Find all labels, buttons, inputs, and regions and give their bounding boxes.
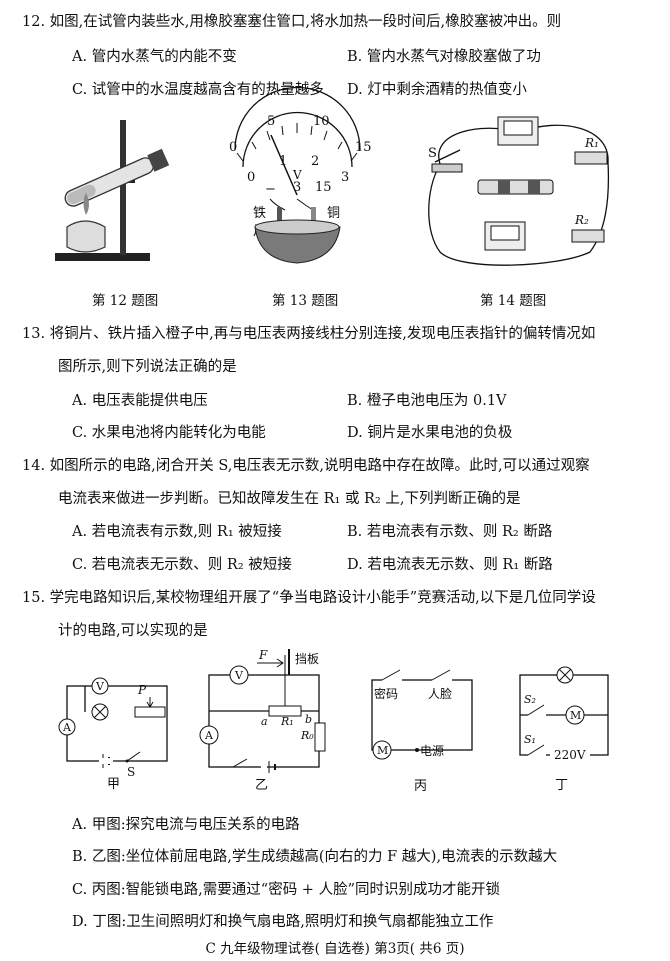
iron-label-1: 铁: [253, 206, 266, 221]
figure-yi-circuit: V A F 挡板 a R₁ b R₀ 乙: [199, 648, 326, 793]
q13-stem-line2: 图所示,则下列说法正确的是: [58, 359, 237, 375]
ding-220v-label: 220V: [554, 748, 586, 762]
terminal-minus: −: [265, 182, 276, 197]
page-footer: C 九年级物理试卷( 自选卷) 第3页( 共6 页): [205, 941, 465, 957]
q12-stem: 12. 如图,在试管内装些水,用橡胶塞塞住管口,将水加热一段时间后,橡胶塞被冲出…: [22, 14, 562, 30]
q12-option-d: D. 灯中剩余酒精的热值变小: [347, 82, 527, 98]
q15-stem-line1: 15. 学完电路知识后,某校物理组开展了“争当电路设计小能手”竞赛活动,以下是几…: [22, 590, 596, 606]
yi-a-label: a: [261, 715, 268, 728]
q14-option-a: A. 若电流表有示数,则 R₁ 被短接: [72, 524, 282, 540]
figure-13-fruit-battery: 0 5 10 15 0 1 2 3 V − 3 15 铁 片 铜 片: [229, 86, 372, 264]
caption-fig-12: 第 12 题图: [92, 293, 159, 309]
yi-voltmeter-label: V: [234, 669, 244, 682]
terminal-3: 3: [293, 180, 301, 195]
q14-option-d: D. 若电流表无示数、则 R₁ 断路: [347, 557, 553, 573]
yi-caption: 乙: [255, 778, 268, 793]
jia-voltmeter-label: V: [95, 680, 105, 693]
ding-caption: 丁: [555, 778, 568, 793]
q15-option-b: B. 乙图:坐位体前屈电路,学生成绩越高(向右的力 F 越大),电流表的示数越大: [72, 849, 558, 865]
meter-tick-top-10: 10: [313, 114, 330, 129]
bing-password-label: 密码: [374, 686, 398, 701]
figure-ding-circuit: S₂ S₁ M 220V 丁: [519, 666, 609, 793]
q14-stem-line2: 电流表来做进一步判断。已知故障发生在 R₁ 或 R₂ 上,下列判断正确的是: [58, 491, 521, 507]
bing-face-label: 人脸: [428, 687, 452, 701]
meter-tick-bottom-0: 0: [247, 170, 255, 185]
q15-option-d: D. 丁图:卫生间照明灯和换气扇电路,照明灯和换气扇都能独立工作: [72, 914, 494, 930]
q12-option-c: C. 试管中的水温度越高含有的热量越多: [72, 82, 324, 98]
yi-baffle-label: 挡板: [295, 652, 319, 666]
q12-option-b: B. 管内水蒸气对橡胶塞做了功: [347, 49, 541, 65]
q13-stem-line1: 13. 将铜片、铁片插入橙子中,再与电压表两接线柱分别连接,发现电压表指针的偏转…: [22, 326, 596, 342]
q13-option-c: C. 水果电池将内能转化为电能: [72, 425, 266, 441]
meter-tick-top-15: 15: [355, 140, 372, 155]
r2-label: R₂: [574, 213, 589, 227]
jia-slider-label: P: [137, 683, 147, 697]
figure-bing-circuit: 密码 人脸 M 电源 丙: [371, 669, 473, 794]
q13-option-d: D. 铜片是水果电池的负极: [347, 425, 513, 441]
q12-option-a: A. 管内水蒸气的内能不变: [72, 49, 237, 65]
yi-r0-label: R₀: [300, 729, 314, 742]
figure-14-circuit: S R₁ R₂: [428, 116, 610, 266]
meter-tick-bottom-3: 3: [341, 170, 349, 185]
meter-unit: V: [292, 168, 302, 182]
q14-option-b: B. 若电流表有示数、则 R₂ 断路: [347, 524, 553, 540]
meter-tick-bottom-1: 1: [279, 154, 287, 169]
bing-motor-label: M: [377, 744, 388, 757]
r1-label: R₁: [584, 136, 599, 150]
figure-jia-circuit: V A P S 甲: [58, 677, 168, 792]
copper-label-1: 铜: [327, 206, 340, 221]
yi-r1-label: R₁: [280, 715, 294, 728]
q13-option-a: A. 电压表能提供电压: [72, 393, 208, 409]
jia-ammeter-label: A: [62, 721, 72, 734]
jia-switch-label: S: [127, 765, 135, 779]
ding-motor-label: M: [570, 709, 581, 722]
bing-caption: 丙: [414, 779, 427, 794]
figure-12-test-tube: [55, 120, 170, 261]
q13-option-b: B. 橙子电池电压为 0.1V: [347, 393, 507, 409]
jia-caption: 甲: [107, 777, 120, 792]
caption-fig-13: 第 13 题图: [272, 293, 339, 309]
bing-power-label: 电源: [420, 744, 444, 758]
switch-label: S: [428, 146, 437, 161]
meter-tick-bottom-2: 2: [311, 154, 319, 169]
yi-b-label: b: [305, 713, 312, 726]
q14-stem-line1: 14. 如图所示的电路,闭合开关 S,电压表无示数,说明电路中存在故障。此时,可…: [22, 458, 590, 474]
yi-force-label: F: [258, 648, 268, 662]
terminal-15: 15: [315, 180, 332, 195]
q15-stem-line2: 计的电路,可以实现的是: [58, 623, 208, 639]
q15-option-a: A. 甲图:探究电流与电压关系的电路: [72, 817, 300, 833]
yi-ammeter-label: A: [204, 729, 214, 742]
caption-fig-14: 第 14 题图: [480, 293, 547, 309]
q15-option-c: C. 丙图:智能锁电路,需要通过“密码 + 人脸”同时识别成功才能开锁: [72, 882, 500, 898]
meter-tick-top-0: 0: [229, 140, 237, 155]
ding-s1-label: S₁: [524, 733, 536, 746]
q14-option-c: C. 若电流表无示数、则 R₂ 被短接: [72, 557, 292, 573]
meter-tick-top-5: 5: [267, 114, 275, 129]
ding-s2-label: S₂: [524, 693, 536, 706]
